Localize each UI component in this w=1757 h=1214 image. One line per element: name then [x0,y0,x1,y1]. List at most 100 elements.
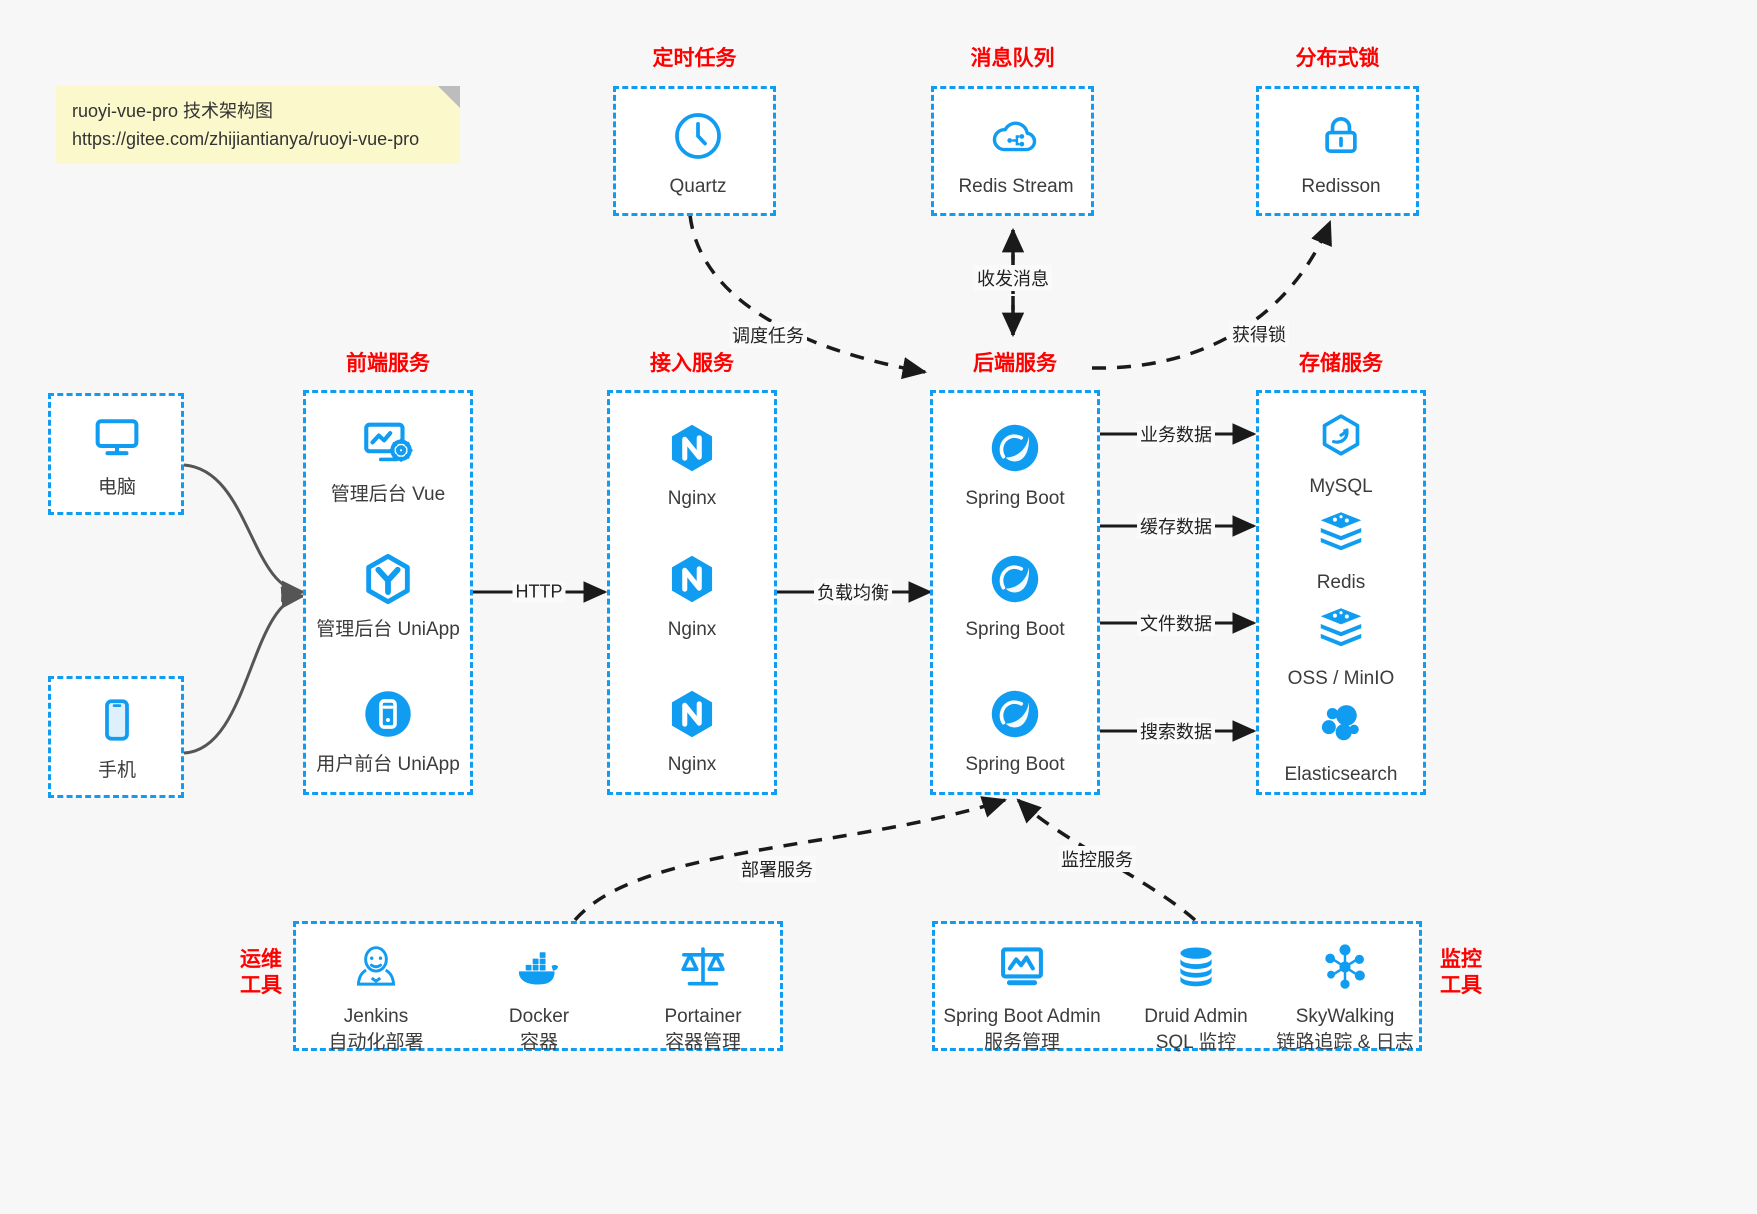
monitor-chart-icon [932,936,1112,998]
node-label: 管理后台 UniApp [316,619,460,640]
group-storage: MySQL Redis [1256,390,1426,795]
spring-boot-icon [930,548,1100,610]
node-redis[interactable]: Redis [1256,501,1426,596]
node-redisson[interactable]: Redisson [1256,105,1426,200]
node-spring-boot-3[interactable]: Spring Boot [930,683,1100,778]
node-label: Druid Admin [1144,1006,1248,1027]
edge-label-http: HTTP [512,581,566,603]
oss-icon [1256,597,1426,659]
node-skywalking[interactable]: SkyWalking 链路追踪 & 日志 [1255,936,1435,1055]
edge-label-cache-data: 缓存数据 [1137,513,1215,539]
cube-icon [303,548,473,610]
node-sublabel: 自动化部署 [328,1031,424,1053]
note-url: https://gitee.com/zhijiantianya/ruoyi-vu… [72,128,420,149]
phone-icon [32,689,202,751]
node-label: 手机 [97,760,136,781]
node-elasticsearch[interactable]: Elasticsearch [1256,693,1426,788]
node-label: Spring Boot Admin [943,1006,1101,1027]
group-mq: Redis Stream [931,86,1094,216]
nginx-icon [607,548,777,610]
edge-label-get-lock: 获得锁 [1229,321,1289,347]
node-label: Redisson [1301,176,1381,197]
node-label: Portainer [664,1006,742,1027]
group-gateway: Nginx Nginx Nginx [607,390,777,795]
node-admin-uniapp[interactable]: 管理后台 UniApp [303,548,473,643]
group-title-gateway: 接入服务 [650,352,734,375]
nginx-icon [607,417,777,479]
node-sublabel: SQL 监控 [1155,1031,1237,1053]
node-spring-boot-admin[interactable]: Spring Boot Admin 服务管理 [932,936,1112,1055]
node-docker[interactable]: Docker 容器 [454,936,624,1055]
group-title-backend: 后端服务 [973,352,1057,375]
node-admin-vue[interactable]: 管理后台 Vue [303,413,473,508]
redis-icon [1256,501,1426,563]
skywalking-icon [1255,936,1435,998]
group-title-devops: 运维 工具 [240,948,282,997]
lock-icon [1256,105,1426,167]
node-spring-boot-1[interactable]: Spring Boot [930,417,1100,512]
mysql-icon [1256,405,1426,467]
node-label: Nginx [667,754,717,775]
node-user-uniapp[interactable]: 用户前台 UniApp [303,683,473,778]
diagram-note: ruoyi-vue-pro 技术架构图 https://gitee.com/zh… [56,86,460,164]
node-label: MySQL [1309,476,1373,497]
node-label: Jenkins [343,1006,409,1027]
jenkins-icon [291,936,461,998]
node-nginx-1[interactable]: Nginx [607,417,777,512]
edge-label-monitoring: 监控服务 [1058,846,1136,872]
node-sublabel: 容器管理 [664,1031,741,1053]
node-desktop[interactable]: 电脑 [32,406,202,501]
node-label: Redis Stream [958,176,1074,197]
edge-label-deploy: 部署服务 [738,856,816,882]
node-mysql[interactable]: MySQL [1256,405,1426,500]
edge-label-lb: 负载均衡 [814,579,892,605]
group-scheduler: Quartz [613,86,776,216]
node-label: Redis [1316,572,1366,593]
scales-icon [618,936,788,998]
node-label: Spring Boot [965,488,1065,509]
node-label: SkyWalking [1295,1006,1395,1027]
group-client-mobile: 手机 [48,676,184,798]
desktop-icon [32,406,202,468]
node-label: Nginx [667,619,717,640]
group-title-mq: 消息队列 [970,47,1055,70]
group-lock: Redisson [1256,86,1419,216]
group-client-pc: 电脑 [48,393,184,515]
edge-label-file-data: 文件数据 [1137,610,1215,636]
group-title-frontend: 前端服务 [346,352,430,375]
group-backend: Spring Boot Spring Boot Spring Boot [930,390,1100,795]
note-fold-corner [438,86,460,108]
node-druid-admin[interactable]: Druid Admin SQL 监控 [1111,936,1281,1055]
edge-label-mq-msg: 收发消息 [974,265,1052,291]
node-label: Spring Boot [965,754,1065,775]
node-label: Nginx [667,488,717,509]
node-phone[interactable]: 手机 [32,689,202,784]
dashboard-icon [303,413,473,475]
group-title-monitor: 监控 工具 [1440,948,1482,997]
edge-label-biz-data: 业务数据 [1137,421,1215,447]
node-spring-boot-2[interactable]: Spring Boot [930,548,1100,643]
node-portainer[interactable]: Portainer 容器管理 [618,936,788,1055]
edge-label-schedule: 调度任务 [729,322,807,348]
nginx-icon [607,683,777,745]
cloud-stream-icon [931,105,1101,167]
node-label: Elasticsearch [1284,764,1398,785]
node-quartz[interactable]: Quartz [613,105,783,200]
node-sublabel: 服务管理 [983,1031,1060,1053]
group-monitor: Spring Boot Admin 服务管理 Druid Admin SQL 监… [932,921,1422,1053]
node-redis-stream[interactable]: Redis Stream [931,105,1101,200]
node-nginx-2[interactable]: Nginx [607,548,777,643]
group-title-scheduler: 定时任务 [652,47,737,70]
node-oss-minio[interactable]: OSS / MinIO [1256,597,1426,692]
node-jenkins[interactable]: Jenkins 自动化部署 [291,936,461,1055]
node-label: Spring Boot [965,619,1065,640]
group-frontend: 管理后台 Vue 管理后台 UniApp 用户前台 UniApp [303,390,473,795]
group-title-storage: 存储服务 [1299,352,1383,375]
spring-boot-icon [930,683,1100,745]
node-nginx-3[interactable]: Nginx [607,683,777,778]
node-label: Quartz [669,176,727,197]
node-label: 电脑 [97,477,136,498]
edge-label-search-data: 搜索数据 [1137,718,1215,744]
